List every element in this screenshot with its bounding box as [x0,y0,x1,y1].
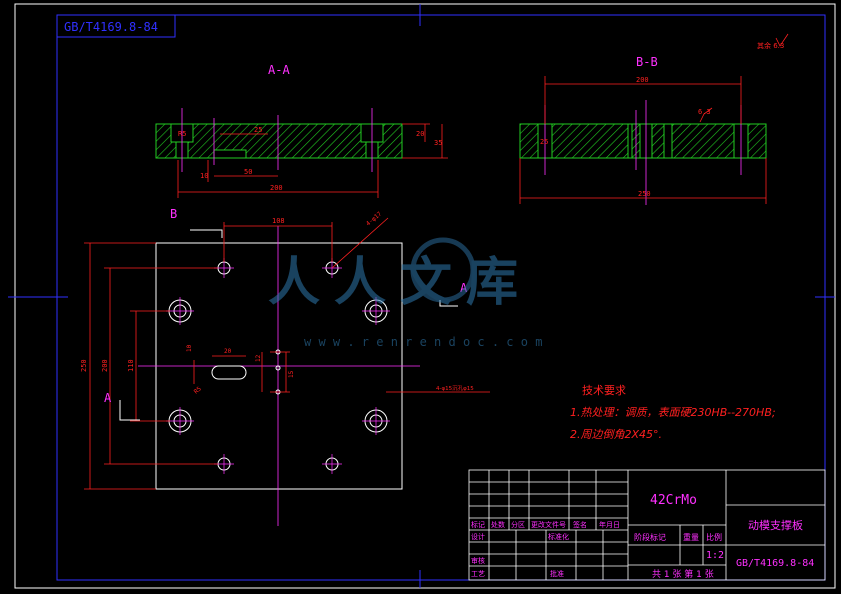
doc-code-box [56,14,176,38]
tb-role-approve: 批准 [550,569,564,578]
title-block [468,469,826,581]
plan-dim-counterbore: 4-φ15沉孔φ15 [436,384,474,392]
tb-sheet: 共 1 张 第 1 张 [652,568,714,580]
section-bb-title: B-B [636,55,658,69]
bb-dim-200: 200 [636,76,649,84]
cut-label-b: B [170,207,177,221]
tb-role-design: 设计 [471,532,485,541]
plan-dim-200: 200 [101,359,109,372]
tb-role-standard: 标准化 [548,532,569,541]
tb-rev-h0: 标记 [471,520,485,529]
plan-dim-250: 250 [80,359,88,372]
aa-dim-200: 200 [270,184,283,192]
section-aa-title: A-A [268,63,290,77]
aa-dim-10: 10 [200,172,208,180]
roughness-note: 其余 6.3 [757,41,784,50]
aa-dim-20: 20 [416,130,424,138]
tb-rev-h4: 签名 [573,520,587,529]
tb-rev-h5: 年月日 [599,520,620,529]
plan-dim-r5: R5 [193,385,203,395]
roughness-symbol-icon [775,33,789,47]
watermark-brand: 人人文库 [268,253,532,313]
tech-req-heading: 技术要求 [582,384,626,397]
tb-rev-h2: 分区 [511,520,525,529]
section-bb-view [519,100,767,205]
aa-dim-35: 35 [434,139,442,147]
tb-rev-h1: 处数 [491,520,505,529]
aa-dim-r5: R5 [178,130,186,138]
tech-req-line1: 1.热处理：调质，表面硬230HB--270HB; [570,406,776,419]
bb-dim-250: 250 [638,190,651,198]
plan-dim-12: 12 [255,354,262,362]
bb-dim-25: 25 [540,138,548,146]
tb-col-scale: 比例 [706,532,722,542]
plan-dim-108: 108 [272,217,285,225]
plan-dimensions [84,217,490,490]
section-aa-view [155,108,403,172]
plan-dim-10: 10 [186,344,193,352]
tech-req-line2: 2.周边倒角2X45°. [570,428,662,441]
tb-col-weight: 重量 [683,532,699,542]
doc-code-top: GB/T4169.8-84 [64,20,158,34]
sheet-border [14,3,836,589]
aa-dim-50: 50 [244,168,252,176]
tb-role-check: 审核 [471,556,485,565]
section-bb-dimensions [519,76,767,204]
tb-part-name: 动模支撑板 [748,518,803,532]
watermark-logo-icon [410,237,476,303]
centering-marks [8,4,835,588]
tb-drawing-no: GB/T4169.8-84 [736,558,814,569]
tb-material: 42CrMo [650,493,697,508]
tb-col-stage: 阶段标记 [634,532,666,542]
watermark: 人人文库 w w w . r e n r e n d o c . c o m [268,237,542,349]
tb-scale: 1:2 [706,550,724,561]
plan-dim-15: 15 [288,370,295,378]
aa-dim-25: 25 [254,126,262,134]
bb-dim-roughness: 6.3 [698,108,711,116]
tb-role-process: 工艺 [471,570,485,578]
cut-label-a-left: A [104,391,112,405]
tb-rev-h3: 更改文件号 [531,520,566,529]
plan-dim-20: 20 [224,348,232,355]
section-aa-dimensions [177,123,448,198]
plan-dim-110: 110 [127,359,135,372]
watermark-url: w w w . r e n r e n d o c . c o m [304,335,542,349]
